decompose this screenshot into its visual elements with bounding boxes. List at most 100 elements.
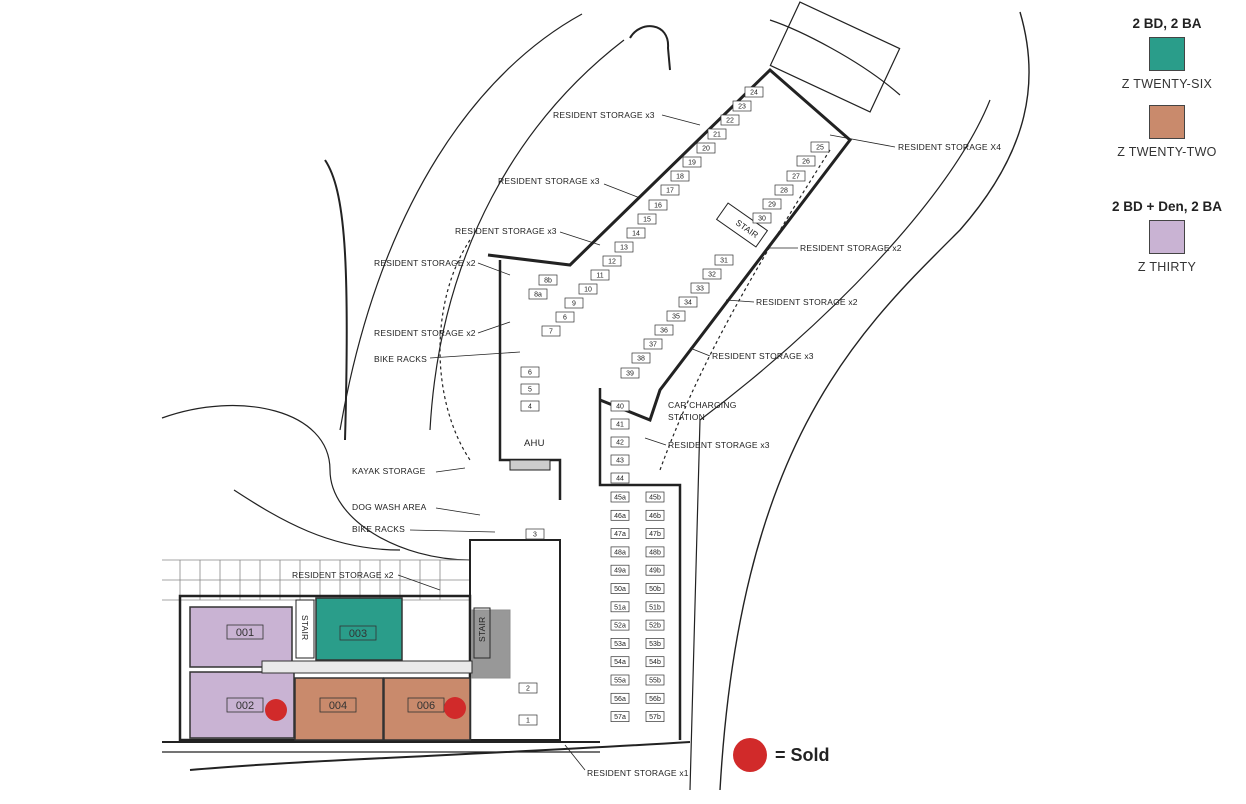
parking-stall-49a: 49a	[610, 564, 630, 576]
parking-stall-44: 44	[610, 472, 630, 484]
tennis-court	[769, 1, 901, 113]
parking-stall-42: 42	[610, 436, 630, 448]
parking-stall-56b: 56b	[645, 692, 665, 704]
svg-text:43: 43	[616, 458, 624, 465]
parking-stall-53b: 53b	[645, 638, 665, 649]
svg-text:51a: 51a	[614, 604, 626, 611]
svg-text:31: 31	[720, 258, 728, 265]
parking-stall-41: 41	[610, 418, 630, 430]
svg-text:26: 26	[802, 159, 810, 166]
site-plan-map: 001 002 003 004 006 24232221201918171615…	[161, 1, 1030, 791]
parking-stall-54b: 54b	[645, 656, 665, 668]
parking-stall-45a: 45a	[610, 491, 630, 503]
svg-text:53b: 53b	[649, 641, 661, 648]
parking-stall-28: 28	[774, 184, 794, 196]
parking-stall-55b: 55b	[645, 674, 665, 686]
parking-stall-17-upper: 17	[660, 184, 680, 196]
unit-001-tag	[226, 624, 264, 640]
parking-stall-7-upper: 7	[541, 325, 561, 337]
parking-stall-8b: 8b	[538, 274, 558, 286]
corridor	[261, 660, 473, 674]
garage-outline-upper	[487, 67, 853, 422]
svg-text:49a: 49a	[614, 568, 626, 575]
road-edge-right	[719, 11, 1030, 791]
unit-004-tag	[319, 697, 357, 713]
parking-stall-misc-1: 1	[518, 714, 538, 726]
parking-stall-39: 39	[620, 367, 640, 379]
parking-stall-24-upper: 24	[744, 86, 764, 98]
svg-text:47a: 47a	[614, 531, 626, 538]
parking-stall-36: 36	[654, 324, 674, 336]
svg-text:21: 21	[713, 132, 721, 139]
legend-swatch-z-twenty-two	[1149, 105, 1185, 139]
parking-stall-32: 32	[702, 268, 722, 280]
unit-004-area[interactable]	[294, 677, 384, 741]
parking-stall-25: 25	[810, 141, 830, 153]
svg-text:3: 3	[533, 532, 537, 539]
parking-stall-46a: 46a	[610, 509, 630, 521]
label-rs-x2-b: RESIDENT STORAGE x2	[800, 243, 902, 253]
svg-text:44: 44	[616, 476, 624, 483]
parking-stall-49b: 49b	[645, 564, 665, 576]
svg-text:53a: 53a	[614, 641, 626, 648]
svg-text:48a: 48a	[614, 549, 626, 556]
svg-text:41: 41	[616, 422, 624, 429]
svg-text:50b: 50b	[649, 586, 661, 593]
label-stair-mid: STAIR	[477, 617, 487, 642]
legend-swatch-z-twenty-six	[1149, 37, 1185, 71]
svg-text:19: 19	[688, 160, 696, 167]
building-core	[469, 539, 561, 741]
svg-text:47b: 47b	[649, 531, 661, 538]
svg-text:50a: 50a	[614, 586, 626, 593]
label-bike-racks-b: BIKE RACKS	[352, 524, 405, 534]
parking-stall-small-4: 4	[520, 400, 540, 412]
parking-stall-54a: 54a	[610, 656, 630, 668]
svg-text:40: 40	[616, 404, 624, 411]
svg-text:36: 36	[660, 328, 668, 335]
parking-stall-38: 38	[631, 352, 651, 364]
parking-stall-31: 31	[714, 254, 734, 266]
sold-legend: = Sold	[733, 738, 830, 772]
parking-stall-19-upper: 19	[682, 156, 702, 168]
svg-text:27: 27	[792, 174, 800, 181]
unit-blocks: 001 002 003 004 006	[189, 597, 473, 741]
parking-stall-50a: 50a	[610, 583, 630, 594]
parking-stall-45b: 45b	[645, 491, 665, 503]
parking-stall-27: 27	[786, 170, 806, 182]
parking-stall-51a: 51a	[610, 601, 630, 613]
parking-stall-50b: 50b	[645, 583, 665, 594]
parking-stall-51b: 51b	[645, 601, 665, 613]
svg-text:38: 38	[637, 356, 645, 363]
unit-001-area[interactable]	[189, 606, 293, 668]
sold-marker-002	[265, 699, 287, 721]
parking-stall-57b: 57b	[645, 711, 665, 722]
unit-006-label: 006	[417, 700, 435, 712]
unit-003-label: 003	[349, 628, 367, 640]
parking-stall-56a: 56a	[610, 692, 630, 704]
svg-text:32: 32	[708, 272, 716, 279]
svg-text:57b: 57b	[649, 714, 661, 721]
label-kayak: KAYAK STORAGE	[352, 466, 426, 476]
elevator-core	[471, 609, 511, 679]
leader-lines	[397, 114, 896, 771]
parking-stall-14-upper: 14	[626, 227, 646, 239]
svg-text:39: 39	[626, 371, 634, 378]
unit-003-area[interactable]	[315, 597, 403, 661]
svg-text:34: 34	[684, 300, 692, 307]
bottom-road	[189, 741, 691, 771]
label-bike-racks-a: BIKE RACKS	[374, 354, 427, 364]
label-rs-x3-c: RESIDENT STORAGE x3	[455, 226, 557, 236]
parking-stall-21-upper: 21	[707, 128, 727, 140]
parking-stall-30: 30	[752, 212, 772, 224]
label-rs-x2-d: RESIDENT STORAGE x2	[756, 297, 858, 307]
parking-stall-23-upper: 23	[732, 100, 752, 112]
label-car-charging-2: STATION	[668, 412, 705, 422]
ahu-unit	[509, 459, 551, 471]
parking-stall-52b: 52b	[645, 619, 665, 631]
road-curve-left	[339, 13, 583, 431]
label-rs-x3-e: RESIDENT STORAGE x3	[668, 440, 770, 450]
unit-002-label: 002	[236, 700, 254, 712]
parking-stall-11-upper: 11	[590, 269, 610, 281]
sold-dot-icon	[733, 738, 767, 772]
legend-swatch-z-thirty	[1149, 220, 1185, 254]
